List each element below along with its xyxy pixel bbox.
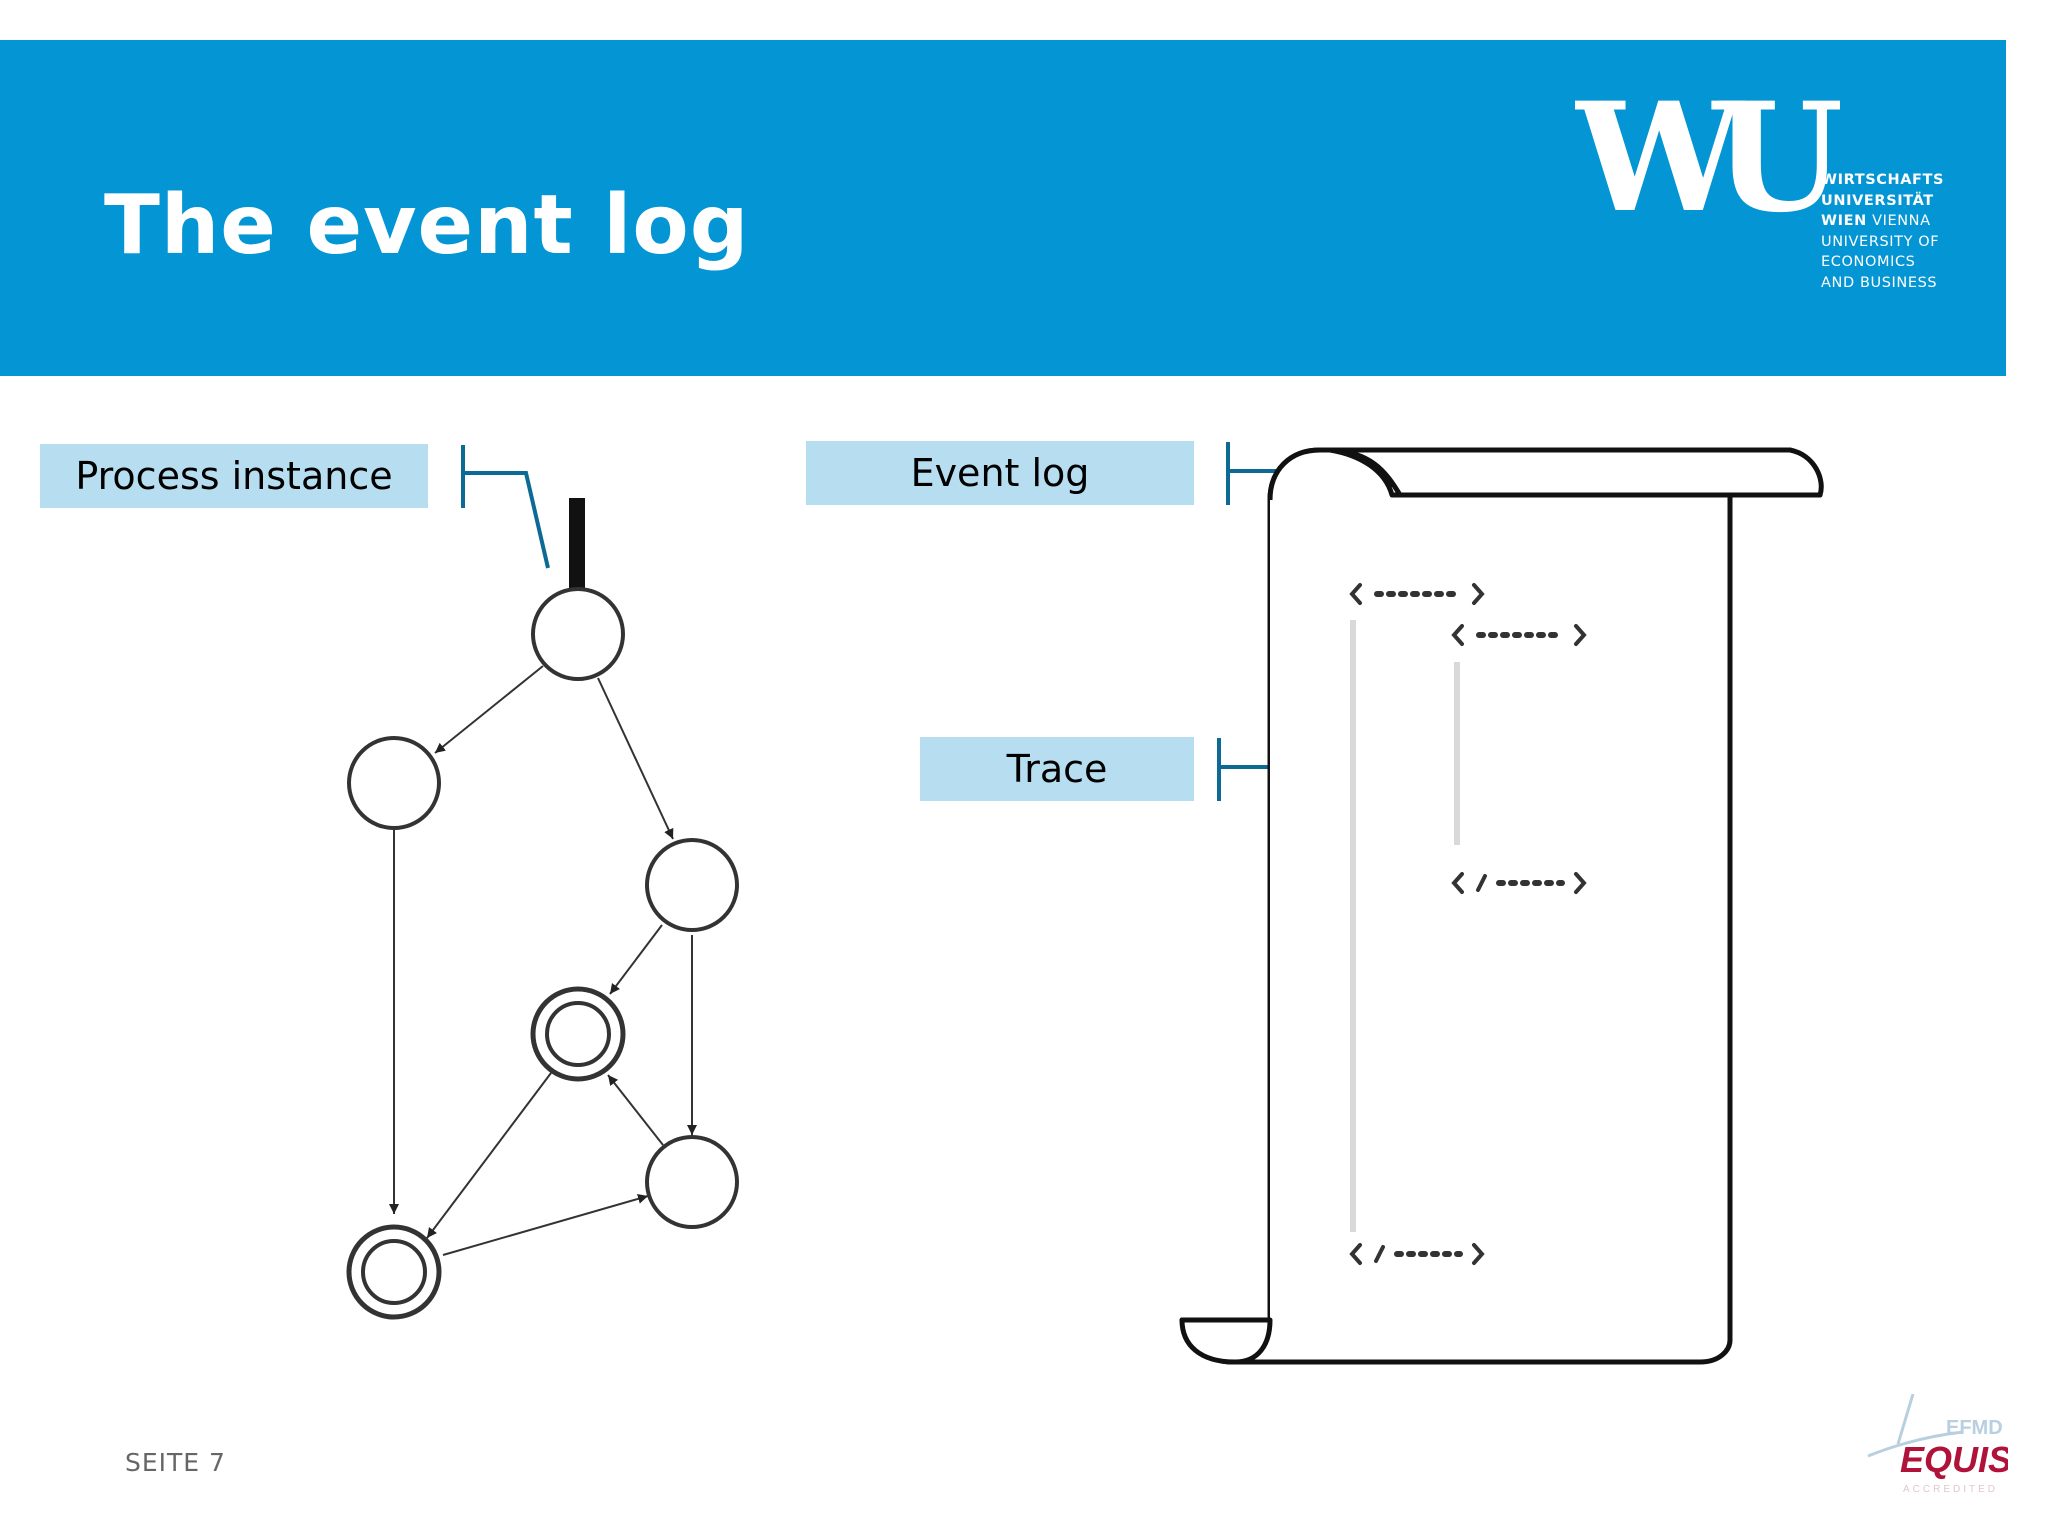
edge bbox=[434, 665, 544, 754]
university-name: WIRTSCHAFTS UNIVERSITÄT WIEN VIENNA UNIV… bbox=[1821, 170, 1944, 293]
event-log-label: Event log bbox=[806, 441, 1194, 505]
logo-line-3: WIEN VIENNA bbox=[1821, 213, 1931, 229]
node bbox=[347, 736, 441, 830]
trace-label: Trace bbox=[920, 737, 1194, 801]
process-instance-label: Process instance bbox=[40, 444, 428, 508]
xml-tag-icon bbox=[1349, 583, 1587, 1265]
process-graph bbox=[346, 498, 739, 1320]
header-banner bbox=[0, 40, 2006, 376]
start-bar bbox=[569, 498, 585, 592]
logo-line-2: UNIVERSITÄT bbox=[1821, 192, 1934, 209]
svg-text:WU: WU bbox=[1575, 96, 1840, 221]
process-instance-bracket bbox=[461, 445, 550, 569]
logo-line-6: AND BUSINESS bbox=[1821, 274, 1938, 291]
edge bbox=[609, 924, 663, 995]
scroll-icon bbox=[1179, 447, 1824, 1365]
node bbox=[645, 838, 739, 932]
svg-text:EQUIS: EQUIS bbox=[1900, 1439, 2008, 1480]
logo-line-1: WIRTSCHAFTS bbox=[1821, 172, 1945, 188]
node bbox=[645, 1135, 739, 1229]
edge bbox=[442, 1193, 649, 1256]
logo-line-5: ECONOMICS bbox=[1821, 254, 1916, 270]
svg-text:EFMD: EFMD bbox=[1946, 1417, 2003, 1439]
page-number: SEITE 7 bbox=[125, 1448, 226, 1477]
edge bbox=[607, 1074, 664, 1146]
edge bbox=[426, 1072, 552, 1239]
logo-line-4: UNIVERSITY OF bbox=[1821, 233, 1940, 250]
equis-logo-icon: EFMD EQUIS ACCREDITED bbox=[1867, 1394, 2008, 1495]
node bbox=[531, 587, 625, 681]
slide-title: The event log bbox=[104, 178, 750, 273]
svg-text:ACCREDITED: ACCREDITED bbox=[1903, 1484, 1998, 1495]
edge bbox=[597, 677, 674, 840]
wu-logo-icon: WU bbox=[1575, 96, 1840, 221]
